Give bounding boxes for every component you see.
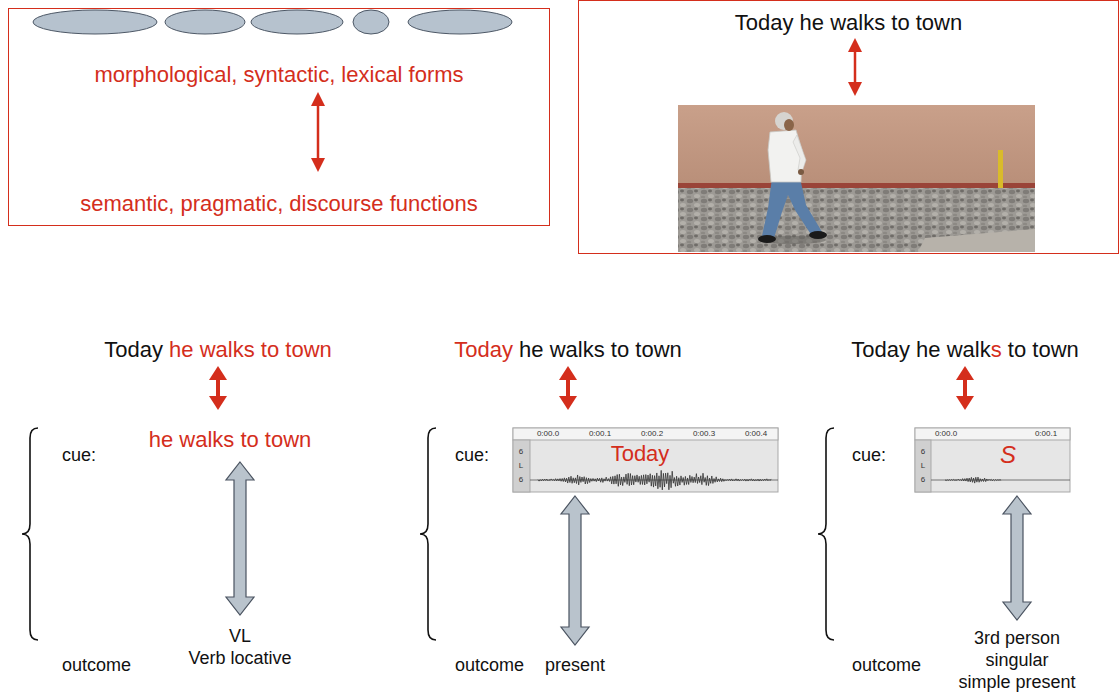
block-double-arrow: [1003, 496, 1031, 620]
heading-part: Today he walk: [851, 337, 990, 362]
outcome-abbreviation: VL: [229, 626, 251, 647]
block-double-arrow: [561, 496, 589, 645]
channel-label: 6: [921, 475, 925, 484]
double-arrow: [209, 366, 227, 410]
walking-man-photo: [678, 105, 1035, 252]
outcome-text: Verb locative: [188, 648, 291, 669]
channel-label: 6: [921, 447, 925, 456]
double-arrow: [848, 38, 862, 96]
outcome-label: outcome: [852, 655, 921, 676]
cue-word: Today: [611, 441, 670, 466]
form-ellipse: [33, 10, 157, 34]
heading-part: Today: [454, 337, 513, 362]
cue-label: cue:: [852, 445, 886, 466]
form-ellipse: [165, 10, 245, 34]
double-arrow: [956, 366, 974, 410]
grey-double-arrows: [226, 462, 1031, 645]
curly-bracket: [420, 428, 436, 640]
curly-bracket: [22, 428, 38, 640]
channel-label: 6: [519, 447, 523, 456]
outcome-label: outcome: [62, 655, 131, 676]
heading-part: he walks to town: [169, 337, 332, 362]
outcome-text: simple present: [958, 672, 1075, 693]
example-sentence-box: Today he walks to town: [578, 0, 1119, 254]
form-ellipse: [408, 10, 512, 34]
heading-part: to town: [1008, 337, 1079, 362]
channel-label: L: [519, 461, 523, 470]
time-tick: 0:00.0: [935, 429, 957, 438]
outcome-text: present: [545, 655, 605, 676]
cue-label: cue:: [62, 445, 96, 466]
double-arrow: [559, 366, 577, 410]
heading-part: s: [991, 337, 1002, 362]
cue-text: he walks to town: [149, 427, 312, 452]
functions-text: semantic, pragmatic, discourse functions: [80, 191, 477, 216]
cue-label: cue:: [455, 445, 489, 466]
form-ellipses: [33, 10, 512, 34]
double-arrow: [311, 92, 325, 172]
heading-part: he walks to town: [519, 337, 682, 362]
sentence-text: Today he walks to town: [735, 10, 962, 35]
time-tick: 0:00.1: [1035, 429, 1057, 438]
outcome-text: 3rd person: [974, 628, 1060, 649]
form-ellipse: [353, 10, 389, 34]
forms-text: morphological, syntactic, lexical forms: [94, 62, 463, 87]
outcome-text: singular: [985, 650, 1048, 671]
forms-functions-box: morphological, syntactic, lexical forms s…: [8, 8, 550, 226]
curly-bracket: [818, 428, 834, 640]
form-ellipse: [251, 10, 343, 34]
heading-line: Todayhe walks to town: [104, 337, 332, 362]
cue-outcome-brackets: [22, 428, 834, 640]
time-tick: 0:00.4: [745, 429, 767, 438]
outcome-label: outcome: [455, 655, 524, 676]
waveform-panel: [513, 428, 778, 492]
time-tick: 0:00.3: [693, 429, 715, 438]
heading-line: Todayhe walks to town: [454, 337, 682, 362]
heading-line: Today he walksto town: [851, 337, 1079, 362]
block-double-arrow: [226, 462, 254, 615]
time-tick: 0:00.1: [589, 429, 611, 438]
time-tick: 0:00.0: [537, 429, 559, 438]
waveform-panel: [915, 428, 1070, 492]
time-tick: 0:00.2: [641, 429, 663, 438]
channel-label: 6: [519, 475, 523, 484]
channel-label: L: [921, 461, 925, 470]
heading-part: Today: [104, 337, 163, 362]
cue-letter: S: [1000, 441, 1016, 469]
